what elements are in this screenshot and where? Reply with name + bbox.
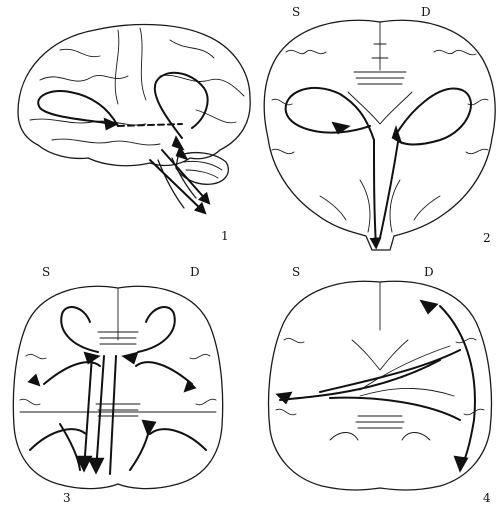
panel-4-coronal-brain: S D 4 [267,265,493,505]
left-projection-loop [284,86,375,141]
panel-3-number: 3 [63,491,71,505]
left-upper-loop-3 [60,306,99,353]
descending-tract-arrow-1 [149,159,207,215]
horizontal-tract-4 [279,359,441,401]
panel-1-number: 1 [221,229,229,243]
coronal-outline-4 [267,280,493,491]
panel-2-left-label: S [292,5,300,19]
descending-fibers-3a [83,355,117,475]
panel-4-number: 4 [483,491,491,505]
anterior-tract-loop [37,90,119,127]
lateral-brain-outline [17,23,251,167]
descending-fibers-2 [369,139,382,250]
panel-1-lateral-brain: 1 [17,23,251,243]
coronal-outline-3 [12,285,224,490]
panel-2-coronal-brain: S D 2 [263,5,496,251]
panel-4-right-label: D [424,265,434,279]
right-vertical-tract-4 [439,305,476,471]
brainstem [157,157,197,209]
right-upper-loop-3 [137,306,176,353]
panel-2-number: 2 [483,231,491,245]
panel-3-left-label: S [42,265,50,279]
right-projection-loop [393,87,472,146]
panel-4-left-label: S [292,265,300,279]
posterior-tract-loop [153,71,209,139]
coronal-outline [263,19,496,251]
panel-3-coronal-brain: S D 3 [12,265,224,505]
panel-3-right-label: D [190,265,200,279]
panel-2-right-label: D [421,5,431,19]
descending-tract-arrow-2 [161,149,211,205]
